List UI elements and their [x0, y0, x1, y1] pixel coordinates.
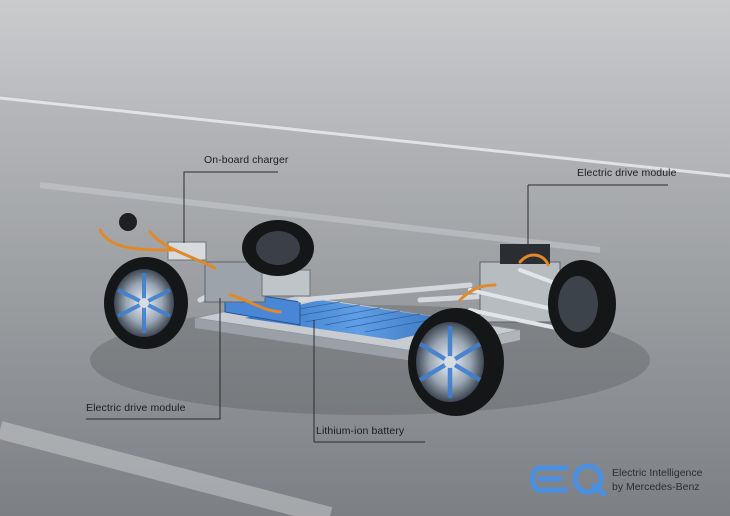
leader-lines — [86, 171, 668, 443]
road-streak-bottom — [0, 421, 333, 516]
eq-logo — [530, 463, 607, 497]
wheel-front-right — [408, 308, 504, 416]
label-drive-module-rear: Electric drive module — [577, 167, 677, 179]
wheel-rear-right — [548, 260, 616, 348]
wheel-rear-left — [242, 220, 314, 276]
label-battery: Lithium-ion battery — [316, 425, 405, 437]
road-streak-top — [0, 96, 730, 178]
wheel-front-left — [104, 257, 188, 349]
chassis-edge — [195, 318, 420, 362]
brand-line-2: by Mercedes-Benz — [612, 481, 700, 493]
brand-tagline: Electric Intelligence by Mercedes-Benz — [612, 466, 702, 494]
hv-cables — [98, 228, 550, 314]
charge-socket — [119, 213, 137, 231]
label-drive-module-front: Electric drive module — [86, 402, 186, 414]
label-onboard-charger: On-board charger — [204, 154, 289, 166]
road-streak-mid — [39, 182, 601, 253]
brand-line-1: Electric Intelligence — [612, 467, 703, 479]
rear-module-top — [500, 244, 550, 264]
battery-pack — [245, 300, 470, 340]
